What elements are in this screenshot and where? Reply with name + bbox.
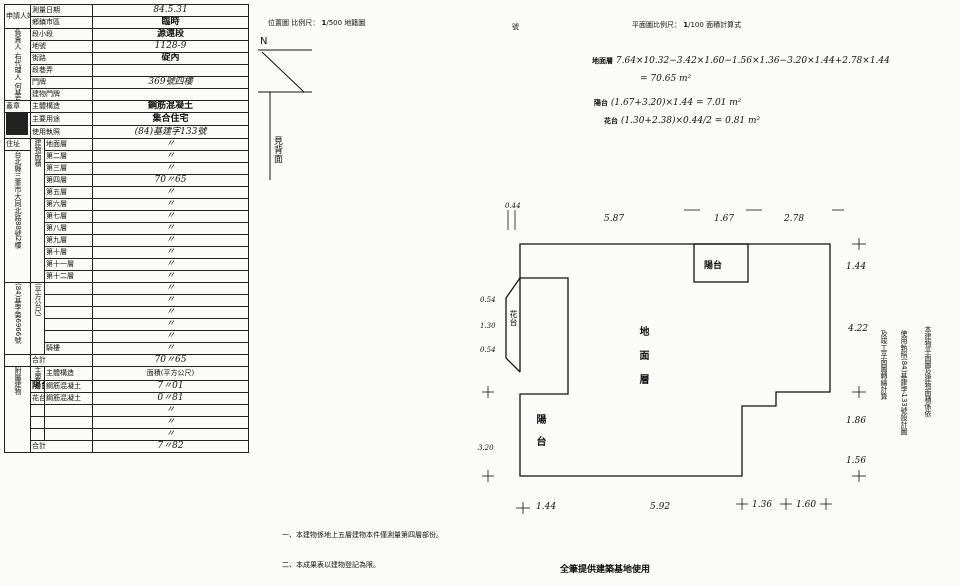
calc-label-3: 花台 <box>604 116 618 125</box>
north-arrow-icon <box>258 49 312 180</box>
dim-320: 3.20 <box>478 444 494 452</box>
dim-044: 0.44 <box>505 202 521 210</box>
building-outline <box>505 243 831 477</box>
room-balcony-bottom: 陽台 <box>534 414 545 458</box>
dim-167: 1.67 <box>714 214 735 224</box>
see-back-note: 見背面 <box>272 136 282 163</box>
plan-scale-num: 1 <box>683 21 689 29</box>
plan-scale-label: 平面圖比例尺： <box>632 21 681 29</box>
plan-scale-den: 100 <box>690 21 704 29</box>
dim-054b: 0.54 <box>480 346 496 354</box>
room-flower: 花台 <box>509 310 518 326</box>
applicant-name: 負責人 右代理人 何基石 台北建設股份有限公司 簡志昌 <box>4 28 31 101</box>
side-note-1: 本建物平面圖及建物面積係依 <box>924 326 932 417</box>
calc-expr-2: (1.67+3.20)×1.44 = 7.01 m² <box>610 98 742 108</box>
footer-note-1: 一、本建物係地上五層建物本件僅測量第四層部份。 <box>282 531 443 539</box>
dim-587: 5.87 <box>604 214 625 224</box>
calc-expr-0: 7.64×10.32−3.42×1.60−1.56×1.36−3.20×1.44… <box>615 56 890 66</box>
calc-line-0: 地面層 7.64×10.32−3.42×1.60−1.56×1.36−3.20×… <box>592 56 890 66</box>
dim-592: 5.92 <box>650 502 671 512</box>
room-main: 地面層 <box>637 326 648 398</box>
footer-note-3: 全筆提供建築基地使用 <box>560 565 651 575</box>
location-scale-den: 500 <box>328 19 343 27</box>
north-label: N <box>260 36 268 47</box>
dim-422: 4.22 <box>848 324 869 334</box>
dim-054a: 0.54 <box>480 296 496 304</box>
dim-144a: 1.44 <box>846 262 867 272</box>
location-label: 位置圖 比例尺： <box>268 19 320 27</box>
plan-scale: 平面圖比例尺： 1/100 面積計算式 <box>632 21 742 29</box>
form-table: 申請人姓名 測量日期 84.5.31 鄉鎮市區 臨時 負責人 右代理人 何基石 … <box>4 4 249 453</box>
room-balcony-top: 陽台 <box>704 261 723 271</box>
dim-156: 1.56 <box>846 456 867 466</box>
side-note-2: 使用執照(84)基建字133號設計圖 <box>900 330 908 435</box>
side-note-3: 及竣工平面圖轉繪計算 <box>880 330 888 400</box>
dim-186: 1.86 <box>846 416 867 426</box>
location-suffix: 地籍圖 <box>344 19 366 27</box>
calc-expr-3: (1.30+2.38)×0.44/2 = 0.81 m² <box>620 116 761 126</box>
dim-144b: 1.44 <box>536 502 557 512</box>
calc-line-1: = 70.65 m² <box>640 74 692 84</box>
plan-scale-suffix: 面積計算式 <box>706 21 742 29</box>
calc-line-3: 花台 (1.30+2.38)×0.44/2 = 0.81 m² <box>604 116 760 126</box>
sheet-no-label: 號 <box>512 23 519 31</box>
calc-line-2: 陽台 (1.67+3.20)×1.44 = 7.01 m² <box>594 98 741 108</box>
footer-note-2: 二、本成果表以建物登記為限。 <box>282 561 380 569</box>
dim-278: 2.78 <box>784 214 805 224</box>
calc-label-2: 陽台 <box>594 98 608 107</box>
dim-130: 1.30 <box>480 322 496 330</box>
address-value: 台北縣三重市大同北路88號2樓 <box>4 150 31 283</box>
seal-stamp-icon <box>6 113 28 135</box>
registration-form: 申請人姓名 測量日期 84.5.31 鄉鎮市區 臨時 負責人 右代理人 何基石 … <box>4 4 249 582</box>
applicant-label: 申請人姓名 <box>4 4 31 29</box>
dimension-ticks <box>482 209 866 514</box>
location-scale-num: 1 <box>321 19 327 27</box>
location-scale: 位置圖 比例尺： 1/500 地籍圖 <box>268 19 366 27</box>
dim-160: 1.60 <box>796 500 817 510</box>
aux-total-value: 7〃82 <box>92 440 249 453</box>
calc-label-0: 地面層 <box>592 56 613 65</box>
dim-136: 1.36 <box>752 500 773 510</box>
